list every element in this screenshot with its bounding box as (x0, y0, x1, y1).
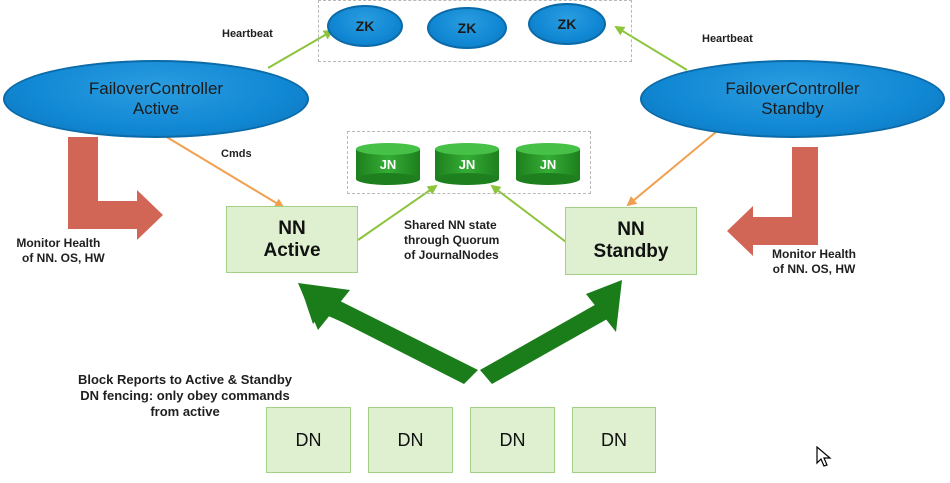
block-reports-line-1: Block Reports to Active & Standby (77, 372, 293, 387)
cmds-left-arrow (159, 132, 285, 209)
zk-node-2: ZK (427, 7, 507, 49)
block-report-right-head (586, 280, 622, 332)
block-reports-line-2: DN fencing: only obey commands (80, 388, 290, 403)
monitor-right-line-1: Monitor Health (772, 247, 856, 261)
zk-node-3: ZK (528, 3, 606, 45)
namenode-standby: NN Standby (565, 207, 697, 275)
cmds-label: Cmds (221, 148, 252, 160)
zk-label-3: ZK (557, 16, 577, 32)
mouse-cursor-icon (816, 446, 832, 467)
jn-label-3: JN (539, 156, 557, 172)
zk-node-1: ZK (327, 5, 403, 47)
jn-label-1: JN (379, 156, 397, 172)
datanode-4: DN (572, 407, 656, 473)
jn-cylinder-2 (435, 143, 499, 185)
heartbeat-left-arrow (267, 29, 334, 69)
jn-label-2: JN (458, 156, 476, 172)
datanode-4-label: DN (601, 429, 627, 450)
monitor-health-right-arrow (727, 147, 818, 256)
jn-cylinders (356, 143, 580, 185)
block-reports-label: Block Reports to Active & Standby DN fen… (50, 372, 320, 420)
shared-state-line-2: through Quorum (404, 233, 500, 247)
namenode-active-label: NN Active (263, 217, 321, 261)
monitor-health-right-label: Monitor Health of NN. OS, HW (772, 247, 856, 277)
datanode-1: DN (266, 407, 351, 473)
journalnode-group (347, 131, 591, 194)
block-report-left-shaft (330, 300, 478, 384)
block-report-right-shaft (480, 302, 609, 384)
datanode-1-label: DN (295, 429, 322, 450)
shared-state-label: Shared NN state through Quorum of Journa… (404, 218, 499, 263)
shared-state-line-1: Shared NN state (404, 218, 497, 232)
datanode-2-label: DN (397, 429, 424, 450)
datanode-3-label: DN (499, 429, 526, 450)
jn-cylinder-3 (516, 143, 580, 185)
monitor-right-line-2: of NN. OS, HW (772, 262, 856, 276)
zk-label-2: ZK (457, 20, 477, 36)
zk-label-1: ZK (355, 18, 375, 34)
datanode-3: DN (470, 407, 555, 473)
failover-controller-standby: FailoverController Standby (640, 60, 945, 138)
shared-state-line-3: of JournalNodes (404, 248, 499, 262)
monitor-health-left-label: Monitor Health of NN. OS, HW (12, 236, 105, 266)
cmds-right-arrow (626, 131, 717, 207)
block-reports-line-3: from active (150, 404, 220, 419)
jn-cylinder-1 (356, 143, 420, 185)
nn-standby-jn-arrow (490, 184, 567, 243)
heartbeat-left-label: Heartbeat (222, 28, 273, 40)
datanode-2: DN (368, 407, 453, 473)
block-report-left-head (298, 283, 350, 330)
failover-active-label: FailoverController Active (88, 79, 224, 118)
monitor-left-line-1: Monitor Health (16, 236, 101, 250)
heartbeat-right-label: Heartbeat (702, 33, 753, 45)
nn-active-jn-arrow (357, 184, 438, 241)
failover-standby-label: FailoverController Standby (725, 79, 860, 118)
zookeeper-group (318, 0, 632, 62)
failover-controller-active: FailoverController Active (3, 60, 309, 138)
monitor-health-left-arrow (68, 137, 163, 240)
heartbeat-right-arrow (614, 25, 688, 71)
monitor-left-line-2: of NN. OS, HW (22, 251, 105, 265)
namenode-active: NN Active (226, 206, 358, 273)
namenode-standby-label: NN Standby (593, 219, 669, 262)
